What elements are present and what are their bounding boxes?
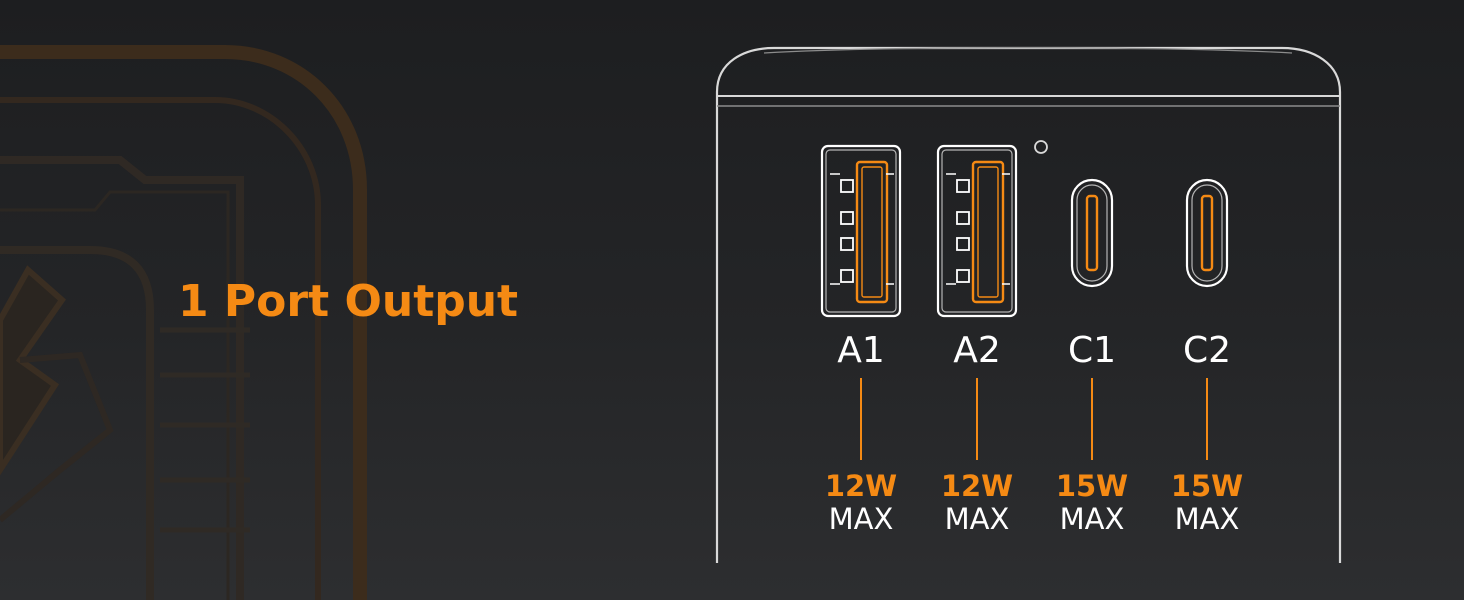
usb-c-port-icon <box>1070 178 1114 288</box>
usb-a-port-icon <box>820 144 902 318</box>
usb-c-port-icon <box>1185 178 1229 288</box>
port-label-c2: C2 <box>1182 330 1232 371</box>
port-label-a1: A1 <box>837 330 885 371</box>
leader-line-a1 <box>860 378 862 460</box>
leader-line-c1 <box>1091 378 1093 460</box>
indicator-led <box>1034 140 1048 154</box>
charger-bolt-icon <box>0 45 367 600</box>
port-label-a2: A2 <box>953 330 1001 371</box>
rating-max: MAX <box>1059 502 1125 536</box>
rating-watt: 12W <box>824 469 898 503</box>
rating-watt: 15W <box>1170 469 1244 503</box>
charger-device: A1 A2 C1 C2 12W MAX 12W MAX 15W MAX 15W … <box>714 44 1346 600</box>
rating-c2: 15W MAX <box>1152 472 1262 534</box>
rating-c1: 15W MAX <box>1037 472 1147 534</box>
rating-watt: 15W <box>1055 469 1129 503</box>
rating-a1: 12W MAX <box>806 472 916 534</box>
usb-a-port-icon <box>936 144 1018 318</box>
leader-line-a2 <box>976 378 978 460</box>
headline: 1 Port Output <box>178 276 519 327</box>
port-label-c1: C1 <box>1067 330 1117 371</box>
charger-outline <box>715 46 1342 563</box>
leader-line-c2 <box>1206 378 1208 460</box>
rating-max: MAX <box>1174 502 1240 536</box>
rating-max: MAX <box>944 502 1010 536</box>
rating-a2: 12W MAX <box>922 472 1032 534</box>
rating-watt: 12W <box>940 469 1014 503</box>
rating-max: MAX <box>828 502 894 536</box>
